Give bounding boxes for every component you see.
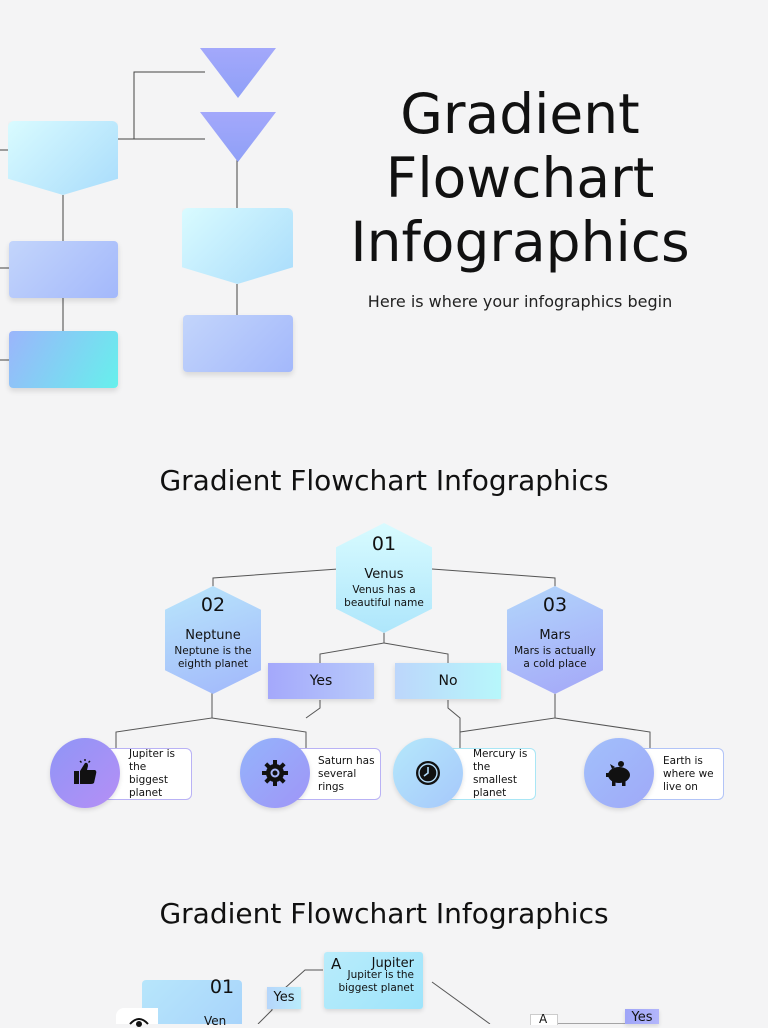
- flow-box-right-bottom: [183, 315, 293, 372]
- node-desc: Jupiter is the biggest planet: [338, 969, 414, 994]
- gear-icon: [262, 760, 288, 786]
- piggy-bank-icon: [606, 761, 630, 786]
- slide3-title: Gradient Flowchart Infographics: [159, 897, 609, 930]
- hex-desc: Neptune is the eighth planet: [174, 645, 252, 670]
- hex-number: 01: [371, 533, 397, 555]
- no-label: No: [395, 663, 501, 699]
- flow-box-left-bottom: [9, 331, 118, 388]
- hex-node-mars: 03 Mars Mars is actually a cold place: [507, 586, 603, 694]
- node-letter: A: [331, 955, 342, 973]
- main-title: Gradient Flowchart Infographics: [350, 82, 690, 274]
- slide3-node-jupiter: A Jupiter Jupiter is the biggest planet: [324, 952, 423, 1009]
- circle-earth: [584, 738, 654, 808]
- eye-icon: [129, 1018, 149, 1027]
- card-text: Saturn has several rings: [318, 754, 375, 793]
- hex-number: 03: [542, 594, 568, 616]
- node-number: 01: [209, 976, 235, 998]
- slide2-connectors: [115, 568, 651, 748]
- hex-name: Mars: [539, 628, 571, 643]
- slide3-node-right: A: [530, 1012, 558, 1026]
- node-letter: A: [539, 1012, 548, 1026]
- yes-label: Yes: [268, 663, 374, 699]
- circle-saturn: [240, 738, 310, 808]
- flow-box-left-middle: [9, 241, 118, 298]
- hex-number: 02: [200, 594, 226, 616]
- node-name: Ven: [204, 1014, 227, 1028]
- hex-desc: Mars is actually a cold place: [514, 645, 596, 670]
- card-text: Mercury is the smallest planet: [473, 748, 528, 799]
- flow-shape-right-top: [182, 208, 293, 284]
- hex-node-venus: 01 Venus Venus has a beautiful name: [336, 523, 432, 633]
- thumbs-up-icon: [74, 759, 97, 784]
- circle-mercury: [393, 738, 463, 808]
- node-name: Jupiter: [371, 956, 414, 971]
- main-subtitle: Here is where your infographics begin: [367, 292, 673, 311]
- clock-icon: [416, 761, 440, 785]
- slide3-yes-label-right: Yes: [625, 1009, 659, 1024]
- hex-node-neptune: 02 Neptune Neptune is the eighth planet: [165, 586, 261, 694]
- card-text: Jupiter is the biggest planet: [129, 748, 175, 799]
- circle-jupiter: [50, 738, 120, 808]
- hex-name: Neptune: [185, 628, 241, 643]
- flow-shape-left-top: [8, 121, 118, 195]
- slide1-connectors: [0, 71, 238, 361]
- slide3-yes-label: Yes: [267, 987, 301, 1009]
- slide3-node-venus: 01 Ven: [142, 976, 242, 1028]
- slide3-icon-holder: [116, 1008, 158, 1027]
- hex-desc: Venus has a beautiful name: [344, 584, 424, 609]
- slide2-title: Gradient Flowchart Infographics: [159, 464, 609, 497]
- card-text: Earth is where we live on: [663, 754, 714, 793]
- hex-name: Venus: [364, 567, 404, 582]
